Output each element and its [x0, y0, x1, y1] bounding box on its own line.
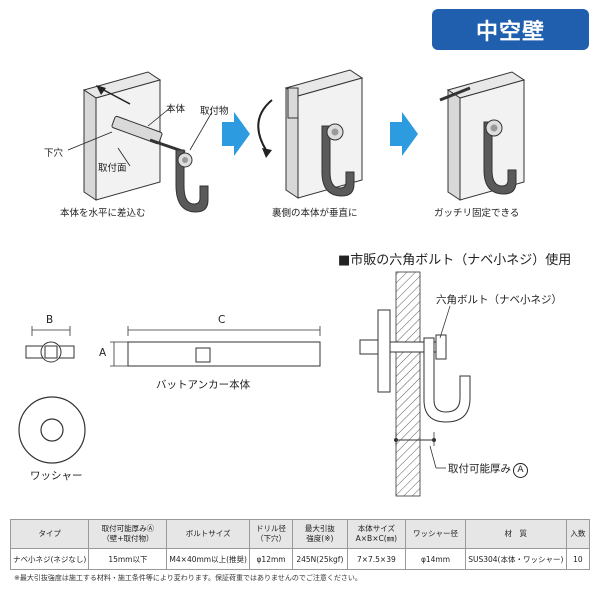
category-badge: 中空壁: [432, 9, 589, 50]
dim-b-label: B: [46, 314, 54, 326]
table-header-cell: 入数: [565, 519, 591, 549]
step2-illustration: [257, 69, 364, 199]
table-header-cell: ワッシャー径: [405, 519, 466, 549]
table-cell: ナベ小ネジ(ネジなし): [9, 548, 90, 570]
cross-section-drawing: [359, 271, 471, 497]
table-cell: φ12mm: [248, 548, 294, 570]
table-cell: SUS304(本体・ワッシャー): [464, 548, 567, 570]
step3-illustration: [439, 71, 526, 201]
thickness-label-text: 取付可能厚み: [448, 463, 511, 475]
table-header-cell: ドリル径 （下穴）: [248, 519, 294, 549]
anchor-end-view: [25, 326, 75, 363]
step2-caption: 裏側の本体が垂直に: [272, 208, 358, 219]
washer-label: ワッシャー: [30, 470, 83, 482]
section-title: ■市販の六角ボルト（ナベ小ネジ）使用: [338, 253, 572, 268]
step1-illustration: [67, 71, 213, 213]
thickness-symbol: A: [513, 463, 528, 478]
dim-a-label: A: [99, 347, 107, 359]
anchor-body-label: バットアンカー本体: [156, 379, 251, 391]
table-cell: 10: [565, 548, 591, 570]
spec-table: タイプ取付可能厚みⒶ （壁+取付物）ボルトサイズドリル径 （下穴）最大引抜 強度…: [9, 519, 591, 570]
table-header-cell: 本体サイズ A×B×C(㎜): [346, 519, 407, 549]
table-header-cell: タイプ: [9, 519, 90, 549]
table-cell: 7×7.5×39: [346, 548, 407, 570]
label-attachment: 取付物: [200, 106, 229, 117]
dim-c-label: C: [218, 314, 226, 326]
hex-bolt-label: 六角ボルト（ナベ小ネジ）: [436, 294, 562, 306]
table-cell: M4×40mm以上(推奨): [166, 548, 250, 570]
step-arrow-2: [390, 112, 418, 156]
footnote: ※最大引抜強度は施工する材料・施工条件等により変わります。保証荷重ではありません…: [14, 574, 362, 582]
label-mounting-surface: 取付面: [98, 163, 127, 174]
table-cell: φ14mm: [405, 548, 466, 570]
table-header-cell: ボルトサイズ: [166, 519, 250, 549]
washer-drawing: [18, 396, 86, 464]
anchor-side-view: [110, 326, 321, 367]
table-cell: 15mm以下: [88, 548, 168, 570]
table-header-cell: 最大引抜 強度(※): [292, 519, 348, 549]
spec-table-header: タイプ取付可能厚みⒶ （壁+取付物）ボルトサイズドリル径 （下穴）最大引抜 強度…: [9, 519, 591, 549]
step3-caption: ガッチリ固定できる: [434, 208, 520, 219]
label-body: 本体: [166, 104, 186, 115]
step1-caption: 本体を水平に差込む: [60, 208, 146, 219]
table-cell: 245N(25kgf): [292, 548, 348, 570]
label-pilot-hole: 下穴: [44, 148, 64, 159]
table-header-cell: 材 質: [464, 519, 567, 549]
step-arrow-1: [222, 112, 250, 156]
table-header-cell: 取付可能厚みⒶ （壁+取付物）: [88, 519, 168, 549]
